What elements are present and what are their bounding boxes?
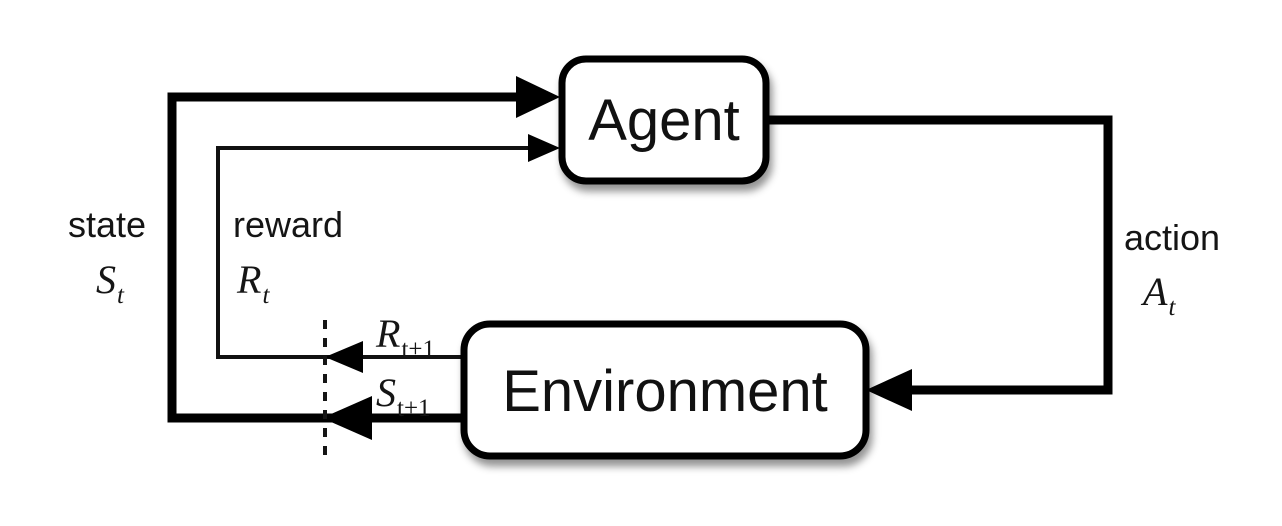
action-line [768,115,1113,395]
state-subscript-glyph: t [117,282,125,309]
reward-word-label: reward [233,204,343,245]
state-next-label: St+1 [376,370,431,422]
reward-next-subscript-glyph: t+1 [401,336,435,363]
state-word-label: state [68,204,146,245]
state-feedback-arrowhead [516,76,560,118]
state-symbol-glyph: S [96,257,116,302]
reward-symbol-glyph: R [236,257,261,302]
action-symbol-label: At [1140,269,1176,321]
action-arrowhead [866,369,912,411]
reward-feedback-line [216,146,536,359]
node-environment[interactable]: Environment [460,320,870,460]
state-next-symbol-glyph: S [376,370,396,415]
action-subscript-glyph: t [1168,294,1176,321]
label-state-next: St+1 [376,370,431,422]
state-emit-arrowhead [322,396,372,440]
edge-state-feedback [167,76,560,440]
action-word-label: action [1124,217,1220,258]
agent-box[interactable] [558,55,770,185]
agent-label: Agent [588,88,740,153]
environment-box[interactable] [460,320,870,460]
reward-subscript-glyph: t [262,282,270,309]
reward-next-label: Rt+1 [375,311,435,363]
state-next-subscript-glyph: t+1 [397,395,431,422]
edge-action [768,115,1113,411]
label-reward-next: Rt+1 [375,311,435,363]
reward-feedback-arrowhead [528,134,560,162]
label-action: action At [1124,217,1220,321]
reward-next-symbol-glyph: R [375,311,400,356]
edge-reward-feedback [216,134,560,373]
label-state: state St [68,204,146,309]
action-symbol-glyph: A [1140,269,1168,314]
state-symbol-label: St [96,257,125,309]
node-agent[interactable]: Agent [558,55,770,185]
reward-emit-arrowhead [325,341,363,373]
environment-label: Environment [502,359,828,424]
label-reward: reward Rt [233,204,343,309]
state-feedback-line [167,92,527,423]
reward-symbol-label: Rt [236,257,270,309]
